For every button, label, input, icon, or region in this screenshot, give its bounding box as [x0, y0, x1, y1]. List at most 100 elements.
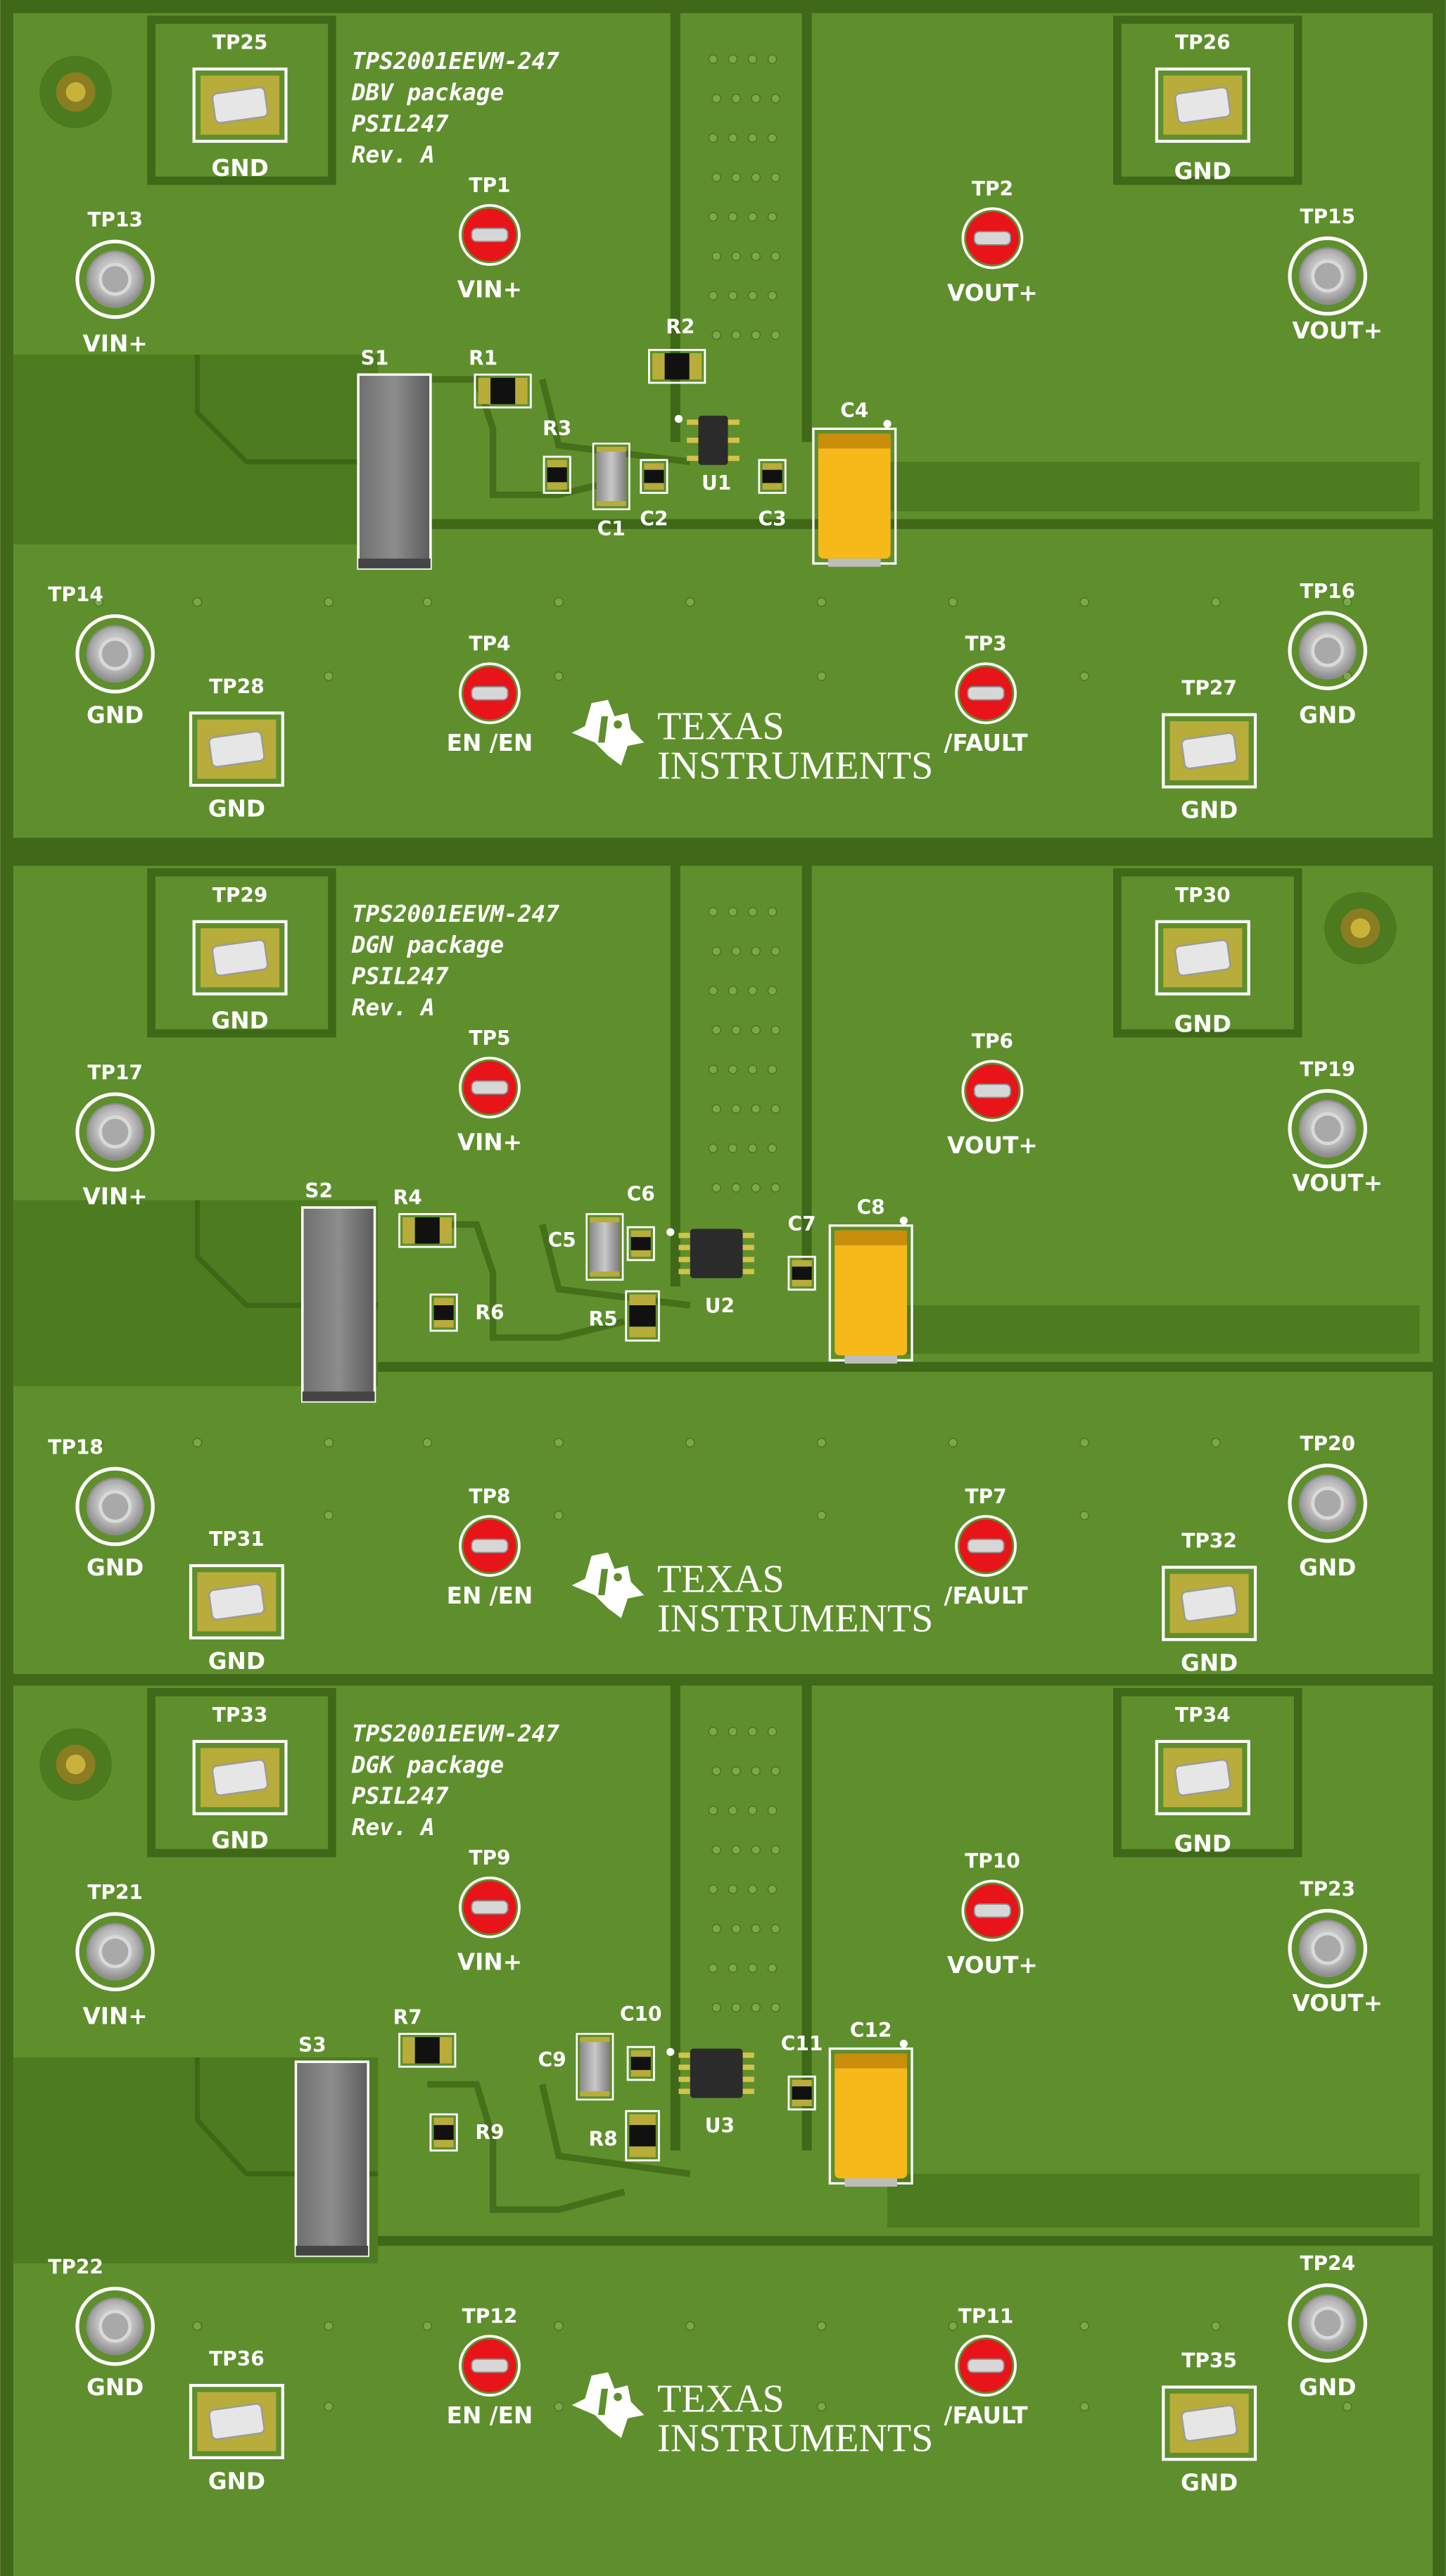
tp-net-label: EN /EN	[447, 2402, 533, 2429]
via	[554, 2321, 564, 2331]
tp-ref-label: TP12	[462, 2304, 518, 2328]
resistor-pad	[547, 482, 567, 490]
ic-pin	[678, 1233, 690, 1238]
info-line: Rev. A	[352, 141, 435, 168]
cap-ref: C1	[597, 517, 626, 540]
resistor-ref: R6	[475, 1301, 504, 1324]
resistor-pad	[433, 2140, 454, 2147]
ti-logo-mark	[598, 2388, 609, 2416]
tp-ref-label: TP17	[87, 1061, 143, 1084]
via	[767, 1884, 778, 1894]
resistor-pad	[762, 463, 782, 470]
via	[324, 2401, 334, 2412]
resistor-pad	[644, 483, 664, 490]
tant-dot	[899, 2039, 908, 2048]
resistor-pad	[478, 378, 491, 405]
resistor-body	[629, 1305, 656, 1327]
via	[708, 1963, 718, 1973]
info-line: PSIL247	[352, 963, 449, 990]
tp-ref-label: TP21	[87, 1881, 143, 1904]
resistor-outline	[429, 2113, 458, 2152]
via	[1079, 2401, 1089, 2412]
resistor-body	[433, 1305, 454, 1321]
tp-net-label: GND	[1174, 1010, 1231, 1037]
via	[751, 1025, 761, 1035]
via	[708, 1884, 718, 1894]
tp-ref-label: TP26	[1175, 31, 1231, 54]
tp-pad-loop	[208, 730, 265, 768]
tp-net-label: VOUT+	[947, 1952, 1038, 1979]
via	[708, 212, 718, 222]
resistor-outline	[398, 1213, 457, 1248]
gnd-pad-frame	[147, 868, 336, 1038]
cap-pad	[590, 1271, 620, 1277]
via	[767, 986, 778, 996]
tp-pad-outline	[189, 2384, 284, 2459]
gnd-pad-frame	[1113, 868, 1302, 1038]
via	[728, 1963, 738, 1973]
via	[1211, 597, 1221, 607]
trace	[427, 1221, 626, 1341]
via	[747, 1727, 758, 1737]
cap-ref: C12	[850, 2019, 892, 2042]
resistor-outline	[625, 1290, 660, 1342]
via	[1079, 671, 1089, 681]
tp-pad-outline	[1155, 920, 1250, 996]
tp-ref-label: TP2	[972, 177, 1013, 201]
resistor-pad	[630, 2069, 651, 2077]
via	[731, 2003, 741, 2012]
via	[1342, 2401, 1352, 2412]
via	[767, 54, 778, 64]
ic-body	[698, 415, 728, 465]
via	[554, 597, 564, 607]
resistor-pad	[762, 483, 782, 490]
tant-lead	[844, 2178, 897, 2187]
tp-net-label: GND	[87, 702, 144, 728]
via	[747, 212, 758, 222]
via	[422, 1438, 433, 1448]
mount-hole-center	[1350, 918, 1371, 939]
via	[324, 2321, 334, 2331]
ti-logo-mark	[598, 1568, 609, 1596]
resistor-pad	[630, 1230, 651, 1238]
via	[685, 1438, 695, 1448]
plane-gap	[801, 13, 812, 443]
cap-pad	[580, 2037, 610, 2043]
via	[770, 172, 780, 182]
tp-pad-loop	[1181, 732, 1238, 770]
via	[751, 1845, 761, 1855]
tant-lead	[827, 558, 881, 567]
tant-dot	[883, 419, 892, 428]
resistor-pad	[439, 2037, 452, 2064]
via	[324, 1438, 334, 1448]
tp-ref-label: TP13	[87, 208, 143, 231]
tp-red-loop	[471, 1900, 509, 1915]
tp-red-loop	[471, 227, 509, 243]
tp-ring-outline	[1288, 611, 1367, 690]
tp-ref-label: TP1	[469, 174, 510, 197]
tp-ref-label: TP33	[213, 1703, 268, 1727]
tp-ring-hole	[99, 1490, 132, 1523]
tp-net-label: VOUT+	[947, 279, 1038, 306]
tp-ref-label: TP15	[1300, 205, 1355, 229]
tp-pad-outline	[189, 711, 284, 787]
tp-pad-outline	[192, 1739, 288, 1815]
via	[751, 172, 761, 182]
tp-ring-hole	[1311, 1931, 1345, 1965]
tp-ref-label: TP11	[958, 2304, 1014, 2328]
info-line: TPS2001EEVM-247	[352, 1720, 559, 1747]
tp-ref-label: TP3	[965, 633, 1007, 656]
switch-base	[302, 1391, 375, 1402]
tp-ref-label: TP23	[1300, 1877, 1355, 1901]
via	[731, 1025, 741, 1035]
via	[770, 2003, 780, 2012]
cap-outline	[576, 2033, 614, 2101]
tp-pad-outline	[189, 1563, 284, 1639]
tp-pad-outline	[1162, 713, 1257, 789]
ic-body	[690, 1229, 743, 1279]
info-line: PSIL247	[352, 110, 449, 137]
tp-red-loop	[471, 1538, 509, 1554]
via	[751, 1104, 761, 1114]
via	[1211, 1438, 1221, 1448]
